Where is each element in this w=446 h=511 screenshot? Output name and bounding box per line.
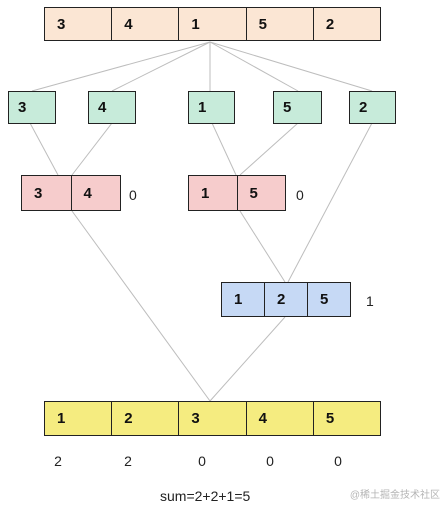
single-element: 1 (188, 91, 235, 124)
array-cell: 2 (325, 15, 335, 33)
array-cell: 1 (222, 283, 265, 316)
single-element: 3 (8, 91, 56, 124)
array-cell: 5 (320, 291, 329, 308)
single-element: 2 (349, 91, 396, 124)
array-cell: 3 (22, 176, 72, 210)
merged-triple: 1 2 5 (221, 282, 351, 317)
watermark: @稀土掘金技术社区 (349, 490, 440, 501)
array-cell: 2 (265, 283, 308, 316)
array-cell: 1 (189, 176, 238, 210)
element-count: 2 (124, 453, 132, 469)
array-cell: 4 (112, 8, 180, 40)
sorted-array: 1 2 3 4 5 (44, 401, 381, 436)
element-count: 2 (54, 453, 62, 469)
array-cell: 2 (112, 402, 180, 435)
input-array: 3 4 1 5 2 (44, 7, 381, 41)
array-cell: 5 (325, 410, 335, 427)
element-count: 0 (266, 453, 274, 469)
inversion-count: 1 (366, 293, 374, 309)
single-element: 4 (88, 91, 136, 124)
element-count: 0 (334, 453, 342, 469)
sum-formula: sum=2+2+1=5 (160, 488, 251, 504)
single-element: 5 (273, 91, 322, 124)
array-cell: 1 (45, 402, 113, 435)
array-cell: 4 (247, 402, 314, 435)
array-cell: 3 (45, 8, 113, 40)
array-cell: 4 (83, 184, 92, 202)
merged-pair-left: 3 4 (21, 175, 121, 211)
array-cell: 1 (179, 8, 247, 40)
element-count: 0 (198, 453, 206, 469)
inversion-count: 0 (296, 187, 304, 203)
array-cell: 5 (247, 8, 314, 40)
inversion-count: 0 (129, 187, 137, 203)
array-cell: 5 (249, 184, 258, 202)
merged-pair-right: 1 5 (188, 175, 286, 211)
array-cell: 3 (179, 402, 247, 435)
